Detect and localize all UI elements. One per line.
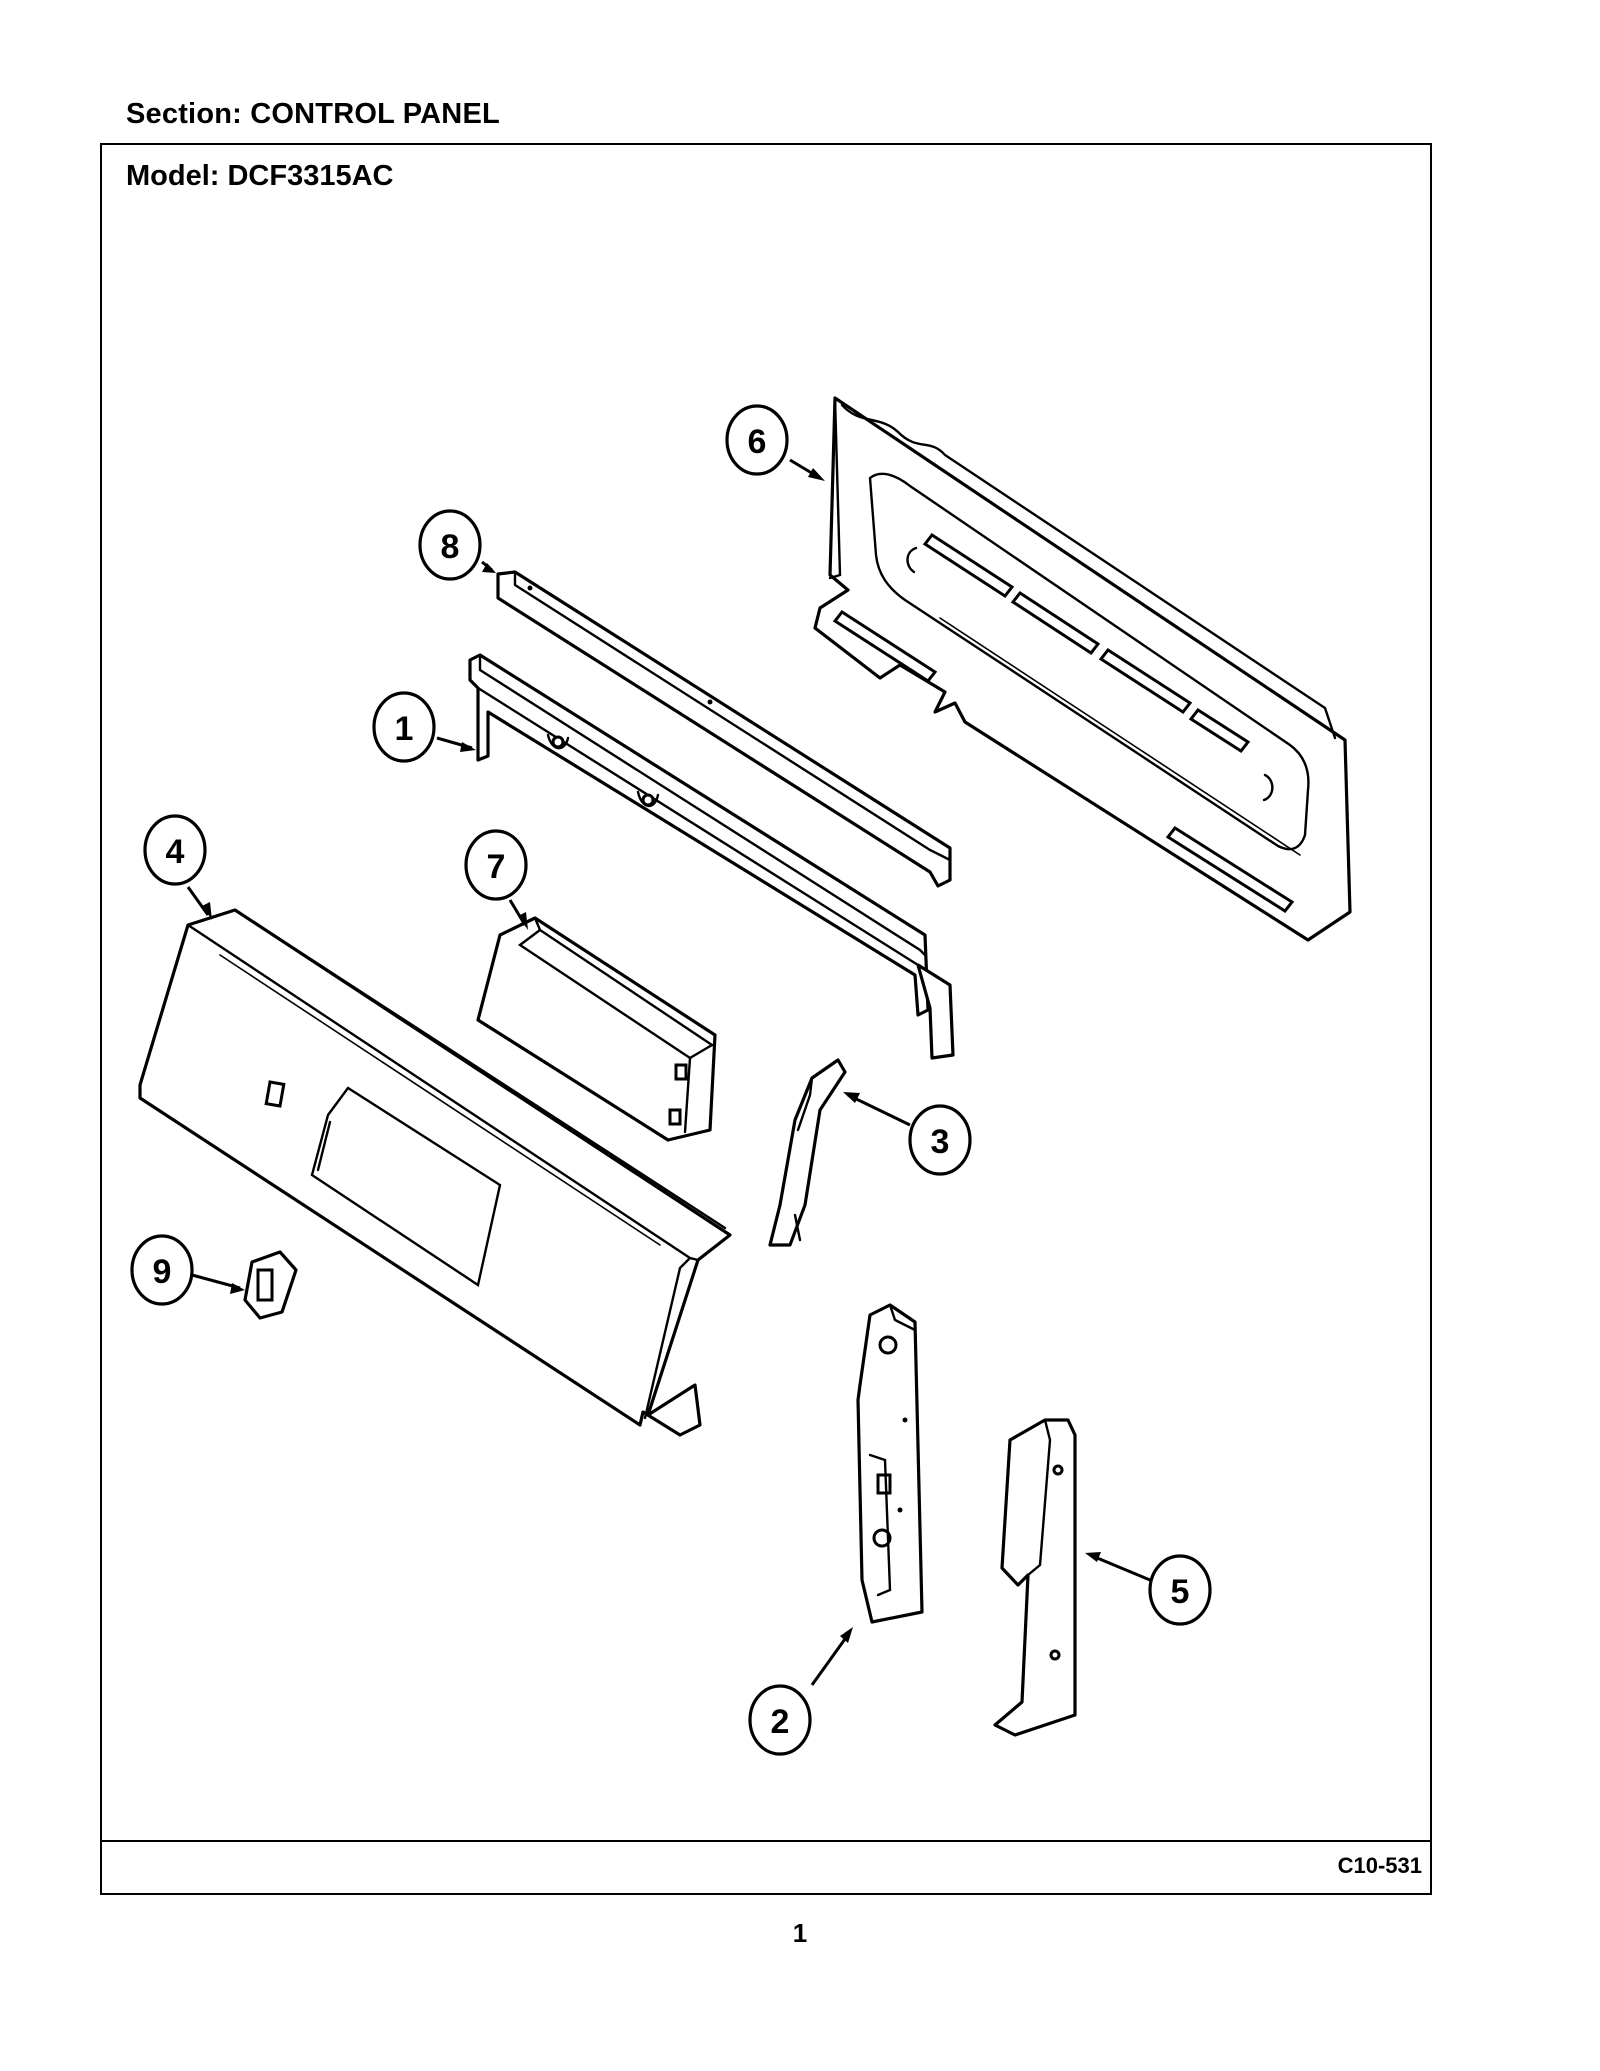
diagram-frame (100, 143, 1432, 1895)
model-title: Model: DCF3315AC (126, 160, 394, 192)
section-title: Section: CONTROL PANEL (126, 98, 500, 130)
part-8-trim-strip (496, 570, 952, 888)
callout-label-8: 8 (441, 528, 460, 566)
part-3-bracket (768, 1058, 847, 1247)
footer-divider (100, 1840, 1432, 1842)
diagram-code: C10-531 (1337, 1853, 1422, 1878)
callout-label-2: 2 (771, 1703, 790, 1741)
callout-label-7: 7 (487, 848, 506, 886)
callout-label-5: 5 (1171, 1573, 1190, 1611)
callout-arrowheads (202, 468, 1101, 1643)
callout-balloon-1: 1 (372, 691, 436, 763)
callout-label-9: 9 (153, 1253, 172, 1291)
part-6-rear-panel (813, 396, 1352, 942)
page-number: 1 (792, 1918, 808, 1948)
part-5-end-cap (993, 1418, 1077, 1737)
callout-balloon-2: 2 (748, 1684, 812, 1756)
part-9-switch (243, 1250, 298, 1320)
callout-label-4: 4 (166, 833, 185, 871)
callout-balloon-7: 7 (464, 829, 528, 901)
part-1-panel-support (468, 653, 955, 1060)
part-7-control-board (476, 916, 717, 1142)
callout-balloon-4: 4 (143, 814, 207, 886)
callout-label-6: 6 (748, 423, 767, 461)
callout-balloon-9: 9 (130, 1234, 194, 1306)
callout-label-1: 1 (395, 710, 414, 748)
callout-balloon-6: 6 (725, 404, 789, 476)
callout-balloon-5: 5 (1148, 1554, 1212, 1626)
callout-balloon-3: 3 (908, 1104, 972, 1176)
part-2-side-bracket (856, 1303, 924, 1624)
part-4-front-panel (138, 908, 732, 1437)
callout-balloon-8: 8 (418, 509, 482, 581)
callout-label-3: 3 (931, 1123, 950, 1161)
